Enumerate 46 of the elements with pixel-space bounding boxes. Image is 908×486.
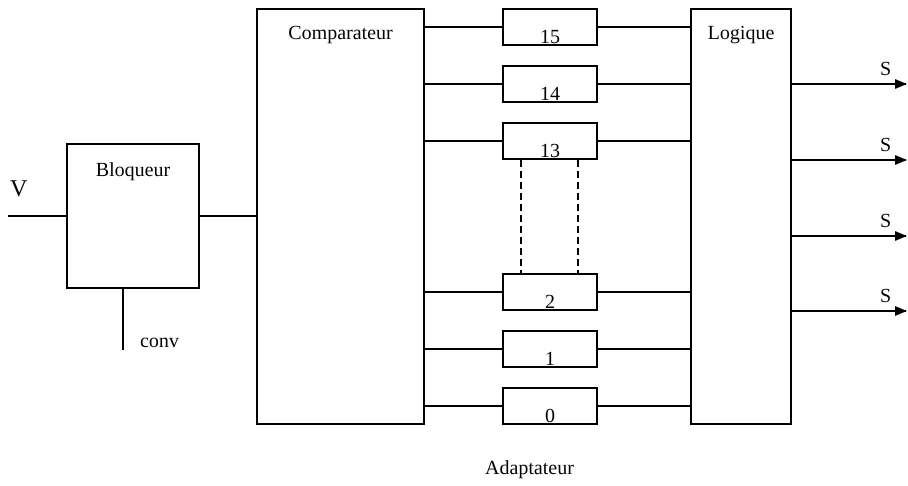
signal-label: S	[880, 58, 892, 80]
register-number: 0	[544, 405, 556, 427]
caption-label: Adaptateur	[485, 457, 574, 479]
connector-line	[425, 348, 502, 350]
connector-line	[425, 291, 502, 293]
connector-line	[425, 83, 502, 85]
block-box	[66, 143, 200, 289]
signal-label: S	[880, 134, 892, 156]
connector-line	[122, 289, 124, 350]
register-box	[502, 8, 598, 46]
connector-line	[598, 83, 690, 85]
signal-label: S	[880, 210, 892, 232]
connector-line	[425, 26, 502, 28]
block-box	[690, 8, 792, 425]
block-box	[256, 8, 425, 425]
register-box	[502, 273, 598, 311]
connector-line	[598, 140, 690, 142]
connector-line	[598, 348, 690, 350]
connector-line	[598, 405, 690, 407]
signal-label: V	[10, 178, 28, 200]
dashed-line	[520, 160, 522, 273]
register-number: 13	[539, 140, 561, 162]
connector-line	[8, 215, 66, 217]
register-number: 2	[544, 291, 556, 313]
output-arrow	[792, 306, 907, 316]
connector-line	[598, 26, 690, 28]
register-number: 15	[539, 26, 561, 48]
signal-label: conv	[140, 330, 179, 352]
output-arrow	[792, 155, 907, 165]
block-label: Logique	[706, 22, 776, 44]
register-box	[502, 330, 598, 368]
output-arrow	[792, 231, 907, 241]
register-number: 14	[539, 83, 561, 105]
output-arrow	[792, 79, 907, 89]
connector-line	[425, 405, 502, 407]
register-number: 1	[544, 348, 556, 370]
block-label: Bloqueur	[94, 159, 172, 181]
register-box	[502, 122, 598, 160]
register-box	[502, 387, 598, 425]
dashed-line	[577, 160, 579, 273]
signal-label: S	[880, 285, 892, 307]
connector-line	[598, 291, 690, 293]
register-box	[502, 65, 598, 103]
connector-line	[200, 215, 256, 217]
block-label: Comparateur	[287, 22, 394, 44]
connector-line	[425, 140, 502, 142]
